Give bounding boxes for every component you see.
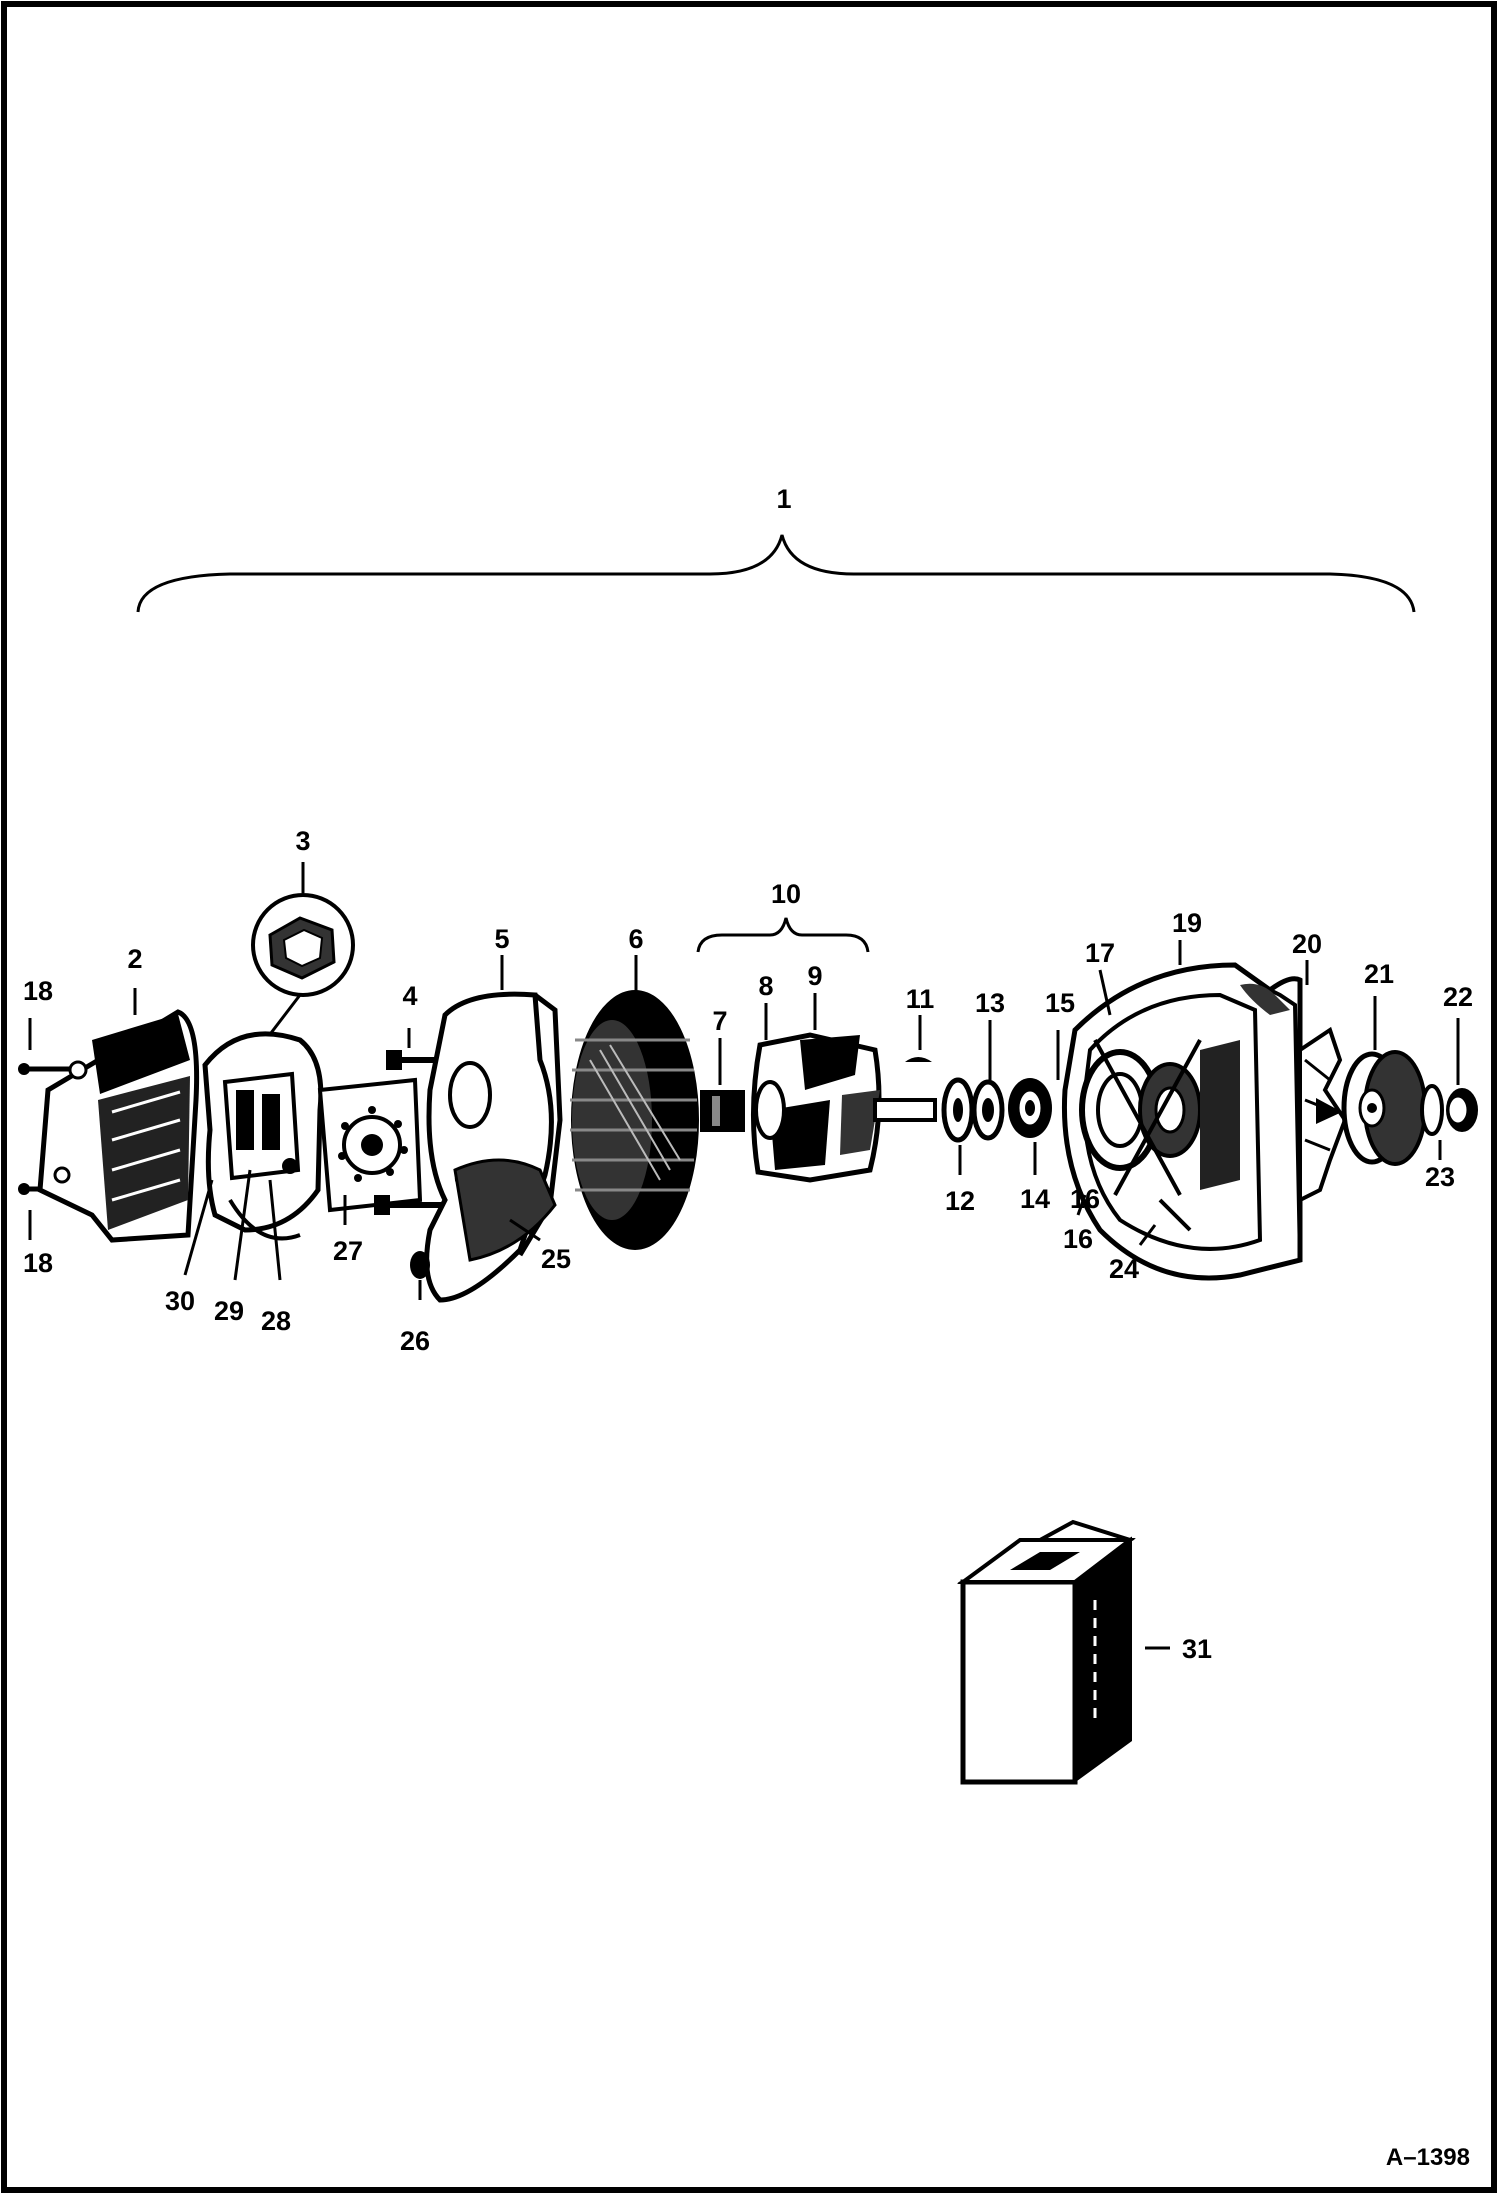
callout-30: 30: [165, 1286, 195, 1316]
callout-18-b: 18: [23, 1248, 53, 1278]
brush-holder-assembly-icon: [202, 1031, 423, 1241]
washer-icon: [971, 1079, 1005, 1141]
bolt-icon: [374, 1195, 450, 1215]
callout-13: 13: [975, 988, 1005, 1018]
frame-housing-icon: [453, 1158, 557, 1262]
stator-icon: [570, 990, 699, 1250]
callout-15: 15: [1045, 988, 1075, 1018]
callout-27: 27: [333, 1236, 363, 1266]
callout-4: 4: [402, 981, 417, 1011]
woodruff-key-icon: [905, 1057, 932, 1062]
callout-11: 11: [906, 984, 935, 1014]
callout-8: 8: [758, 971, 773, 1001]
callout-19: 19: [1172, 908, 1202, 938]
callout-23: 23: [1425, 1162, 1455, 1192]
lock-washer-icon: [1420, 1084, 1444, 1136]
bearing-icon: [1008, 1078, 1052, 1138]
callout-25: 25: [541, 1244, 571, 1274]
leader-lines: [28, 862, 1460, 1650]
callout-20: 20: [1292, 929, 1322, 959]
rotor-brace: [696, 917, 870, 953]
callout-1: 1: [776, 484, 791, 514]
callout-6: 6: [628, 924, 643, 954]
callout-16-b: 16: [1063, 1224, 1093, 1254]
kit-box-icon: [956, 1519, 1136, 1785]
callout-28: 28: [261, 1306, 291, 1336]
callout-18-a: 18: [23, 976, 53, 1006]
callout-17: 17: [1085, 938, 1115, 968]
callout-7: 7: [712, 1006, 727, 1036]
callout-24: 24: [1109, 1254, 1139, 1284]
drawing-id: A–1398: [1386, 2144, 1470, 2171]
slip-ring-icon: [700, 1090, 745, 1132]
callout-14: 14: [1020, 1184, 1050, 1214]
callout-5: 5: [494, 924, 509, 954]
callout-10: 10: [771, 879, 801, 909]
rear-cover-icon: [37, 1009, 200, 1243]
callout-9: 9: [807, 961, 822, 991]
callout-2: 2: [127, 944, 142, 974]
callout-16-a: 16: [1070, 1184, 1100, 1214]
callout-22: 22: [1443, 982, 1473, 1012]
screw-icon: [18, 1063, 70, 1075]
terminal-boss-icon: [410, 1251, 430, 1279]
callout-12: 12: [945, 1186, 975, 1216]
nut-icon: [1446, 1088, 1478, 1132]
pulley-icon: [1341, 1050, 1427, 1166]
callout-26: 26: [400, 1326, 430, 1356]
callout-21: 21: [1364, 959, 1394, 989]
callout-29: 29: [214, 1296, 244, 1326]
regulator-detail-icon: [251, 893, 355, 1051]
fan-icon: [1298, 1026, 1348, 1204]
assembly-brace: [136, 534, 1416, 613]
callout-3: 3: [295, 826, 310, 856]
callout-31: 31: [1182, 1634, 1212, 1664]
rotor-icon: [750, 1032, 937, 1183]
drive-end-frame-icon: [1061, 962, 1303, 1281]
spacer-icon: [941, 1077, 975, 1143]
